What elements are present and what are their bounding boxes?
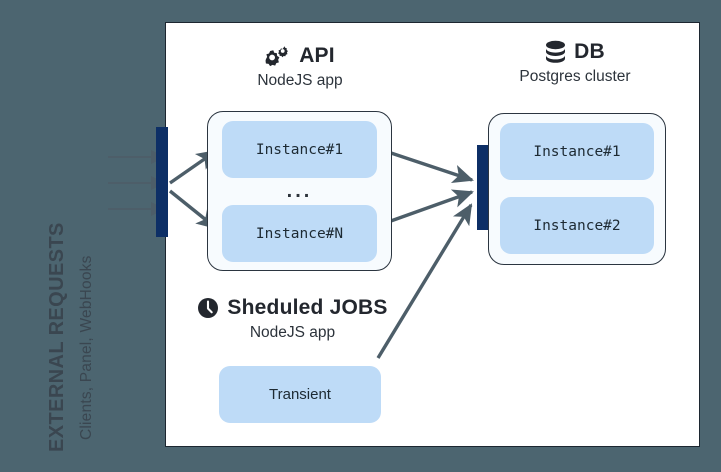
api-title: API — [299, 44, 335, 67]
api-title-row: API — [205, 44, 395, 68]
database-icon — [545, 40, 566, 64]
api-section-header: API NodeJS app — [205, 44, 395, 90]
external-requests-strip: EXTERNAL REQUESTS Clients, Panel, WebHoo… — [0, 0, 165, 472]
jobs-section-header: Sheduled JOBS NodeJS app — [185, 296, 400, 342]
api-instances-ellipsis: ... — [286, 180, 313, 202]
db-instance-2[interactable]: Instance#2 — [500, 197, 654, 254]
jobs-transient-instance[interactable]: Transient — [219, 366, 381, 423]
clock-icon — [197, 297, 219, 319]
db-instance-1[interactable]: Instance#1 — [500, 123, 654, 180]
external-requests-title: EXTERNAL REQUESTS — [46, 222, 68, 452]
api-instance-1[interactable]: Instance#1 — [222, 121, 377, 178]
jobs-title: Sheduled JOBS — [227, 296, 388, 319]
db-title-row: DB — [480, 40, 670, 64]
external-requests-subtitle: Clients, Panel, WebHooks — [78, 255, 95, 440]
db-subtitle: Postgres cluster — [519, 68, 631, 85]
jobs-title-row: Sheduled JOBS — [185, 296, 400, 320]
api-instance-n[interactable]: Instance#N — [222, 205, 377, 262]
db-load-balancer-bar — [477, 145, 489, 230]
api-subtitle: NodeJS app — [257, 72, 343, 89]
api-load-balancer-bar — [156, 127, 168, 237]
db-title: DB — [574, 40, 605, 63]
cogs-icon — [265, 45, 291, 67]
db-section-header: DB Postgres cluster — [480, 40, 670, 86]
jobs-subtitle: NodeJS app — [249, 324, 336, 341]
